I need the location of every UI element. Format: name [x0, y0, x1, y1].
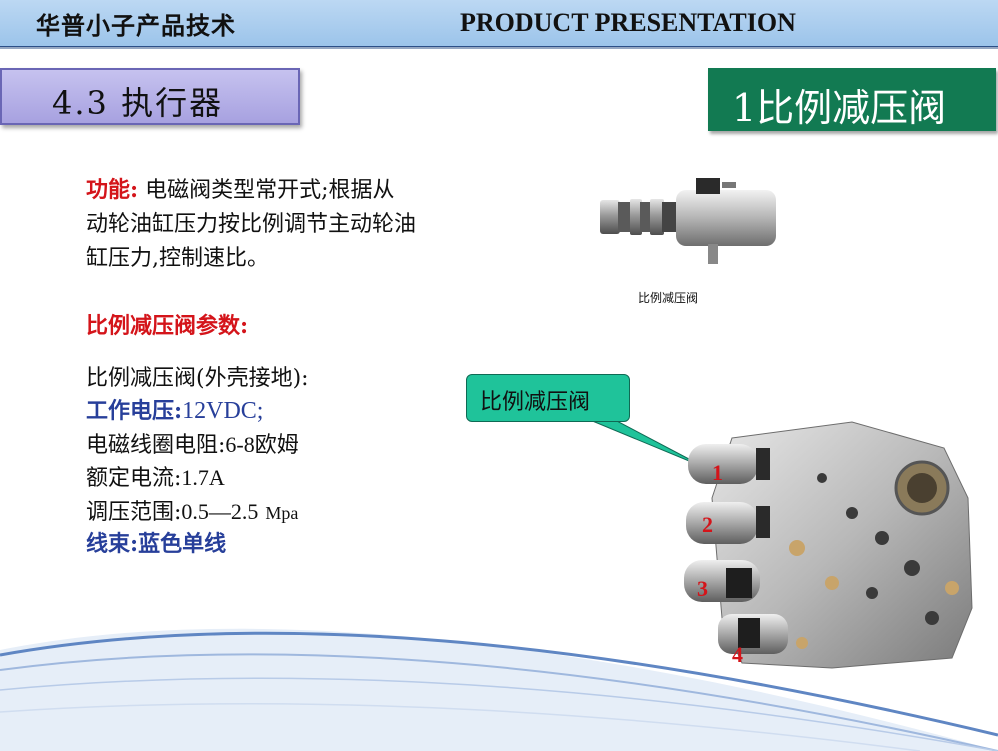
param-current: 额定电流:1.7A — [86, 460, 225, 492]
voltage-value: 12VDC; — [182, 398, 264, 424]
function-line-2: 动轮油缸压力按比例调节主动轮油 — [86, 212, 417, 237]
section-tab: 4.3 执行器 — [0, 68, 300, 125]
range-label: 调压范围: — [86, 500, 182, 525]
params-heading: 比例减压阀参数: — [86, 313, 249, 339]
function-label: 功能: — [86, 177, 139, 203]
header-bar: 华普小子产品技术 PRODUCT PRESENTATION — [0, 0, 998, 47]
current-value: 1.7A — [181, 465, 225, 490]
photo-caption: 比例减压阀 — [638, 291, 699, 305]
valve-label-3: 3 — [697, 576, 708, 601]
current-label: 额定电流: — [86, 466, 182, 491]
callout-bubble: 比例减压阀 — [466, 374, 630, 422]
range-unit: Mpa — [265, 503, 299, 523]
callout-label: 比例减压阀 — [480, 390, 591, 415]
presentation-title: PRODUCT PRESENTATION — [460, 8, 796, 37]
valve-label-1: 1 — [712, 460, 723, 485]
param-range: 调压范围:0.5—2.5 Mpa — [86, 494, 298, 526]
resistance-value: 6-8欧姆 — [225, 432, 299, 457]
function-text-1: 电磁阀类型常开式;根据从 — [138, 178, 395, 203]
valve-label-2: 2 — [702, 512, 713, 537]
param-harness: 线束:蓝色单线 — [86, 526, 226, 558]
section-title: 4.3 执行器 — [52, 84, 224, 122]
harness-label: 线束: — [86, 531, 139, 557]
function-line-1: 功能: 电磁阀类型常开式;根据从 — [86, 172, 395, 204]
param-voltage: 工作电压:12VDC; — [86, 393, 263, 425]
voltage-label: 工作电压: — [86, 398, 183, 424]
valve-label-4: 4 — [732, 642, 743, 667]
solenoid-photo — [600, 178, 776, 264]
function-line-3: 缸压力,控制速比。 — [86, 246, 269, 271]
range-value: 0.5—2.5 — [181, 499, 259, 524]
resistance-label: 电磁线圈电阻: — [86, 433, 226, 458]
harness-value: 蓝色单线 — [138, 531, 227, 557]
valve-title: 1比例减压阀 — [732, 86, 947, 130]
valve-body-photo — [684, 421, 973, 669]
param-resistance: 电磁线圈电阻:6-8欧姆 — [86, 427, 299, 459]
valve-title-box: 1比例减压阀 — [708, 68, 996, 131]
brand-title: 华普小子产品技术 — [36, 11, 236, 40]
params-intro: 比例减压阀(外壳接地): — [86, 366, 309, 391]
